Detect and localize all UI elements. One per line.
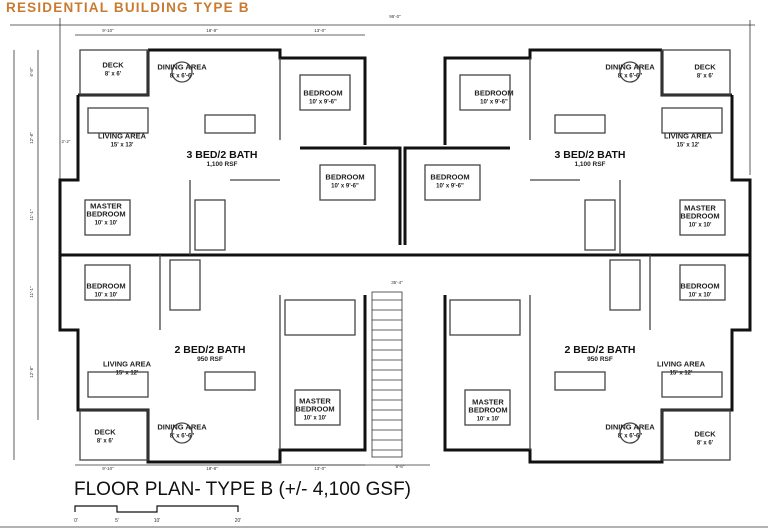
overall-dimension: 95'-0" xyxy=(389,14,401,19)
stairs xyxy=(371,291,403,458)
corridor-dimension: 35'-4" xyxy=(391,280,403,285)
dimension-label: 11'-1" xyxy=(29,286,34,298)
plan-title: FLOOR PLAN- TYPE B (+/- 4,100 GSF) xyxy=(74,479,411,500)
scale-label: 0' xyxy=(74,518,78,524)
dimension-label: 13'-0" xyxy=(314,28,326,33)
scale-bar xyxy=(74,505,239,513)
interior-walls xyxy=(79,49,731,461)
scale-label: 10' xyxy=(153,518,161,524)
dimension-label: 13'-0" xyxy=(314,466,326,471)
sheet-title: RESIDENTIAL BUILDING TYPE B xyxy=(6,0,250,15)
scale-label: 20' xyxy=(234,518,242,524)
dimension-label: 9'-6" xyxy=(395,464,405,469)
dimension-label: 12'-8" xyxy=(29,366,34,378)
dimension-label: 9'-10" xyxy=(102,28,114,33)
scale-label: 5' xyxy=(115,518,119,524)
dimension-lines xyxy=(0,18,768,528)
dimension-label: 12'-8" xyxy=(29,132,34,144)
dimension-label: 18'-8" xyxy=(206,466,218,471)
dimension-label: 2'-2" xyxy=(61,139,71,144)
exterior-walls xyxy=(58,48,752,464)
dimension-label: 18'-8" xyxy=(206,28,218,33)
dimension-label: 11'-1" xyxy=(29,209,34,221)
dimension-label: 9'-10" xyxy=(102,466,114,471)
dimension-label: 6'-8" xyxy=(29,67,34,77)
